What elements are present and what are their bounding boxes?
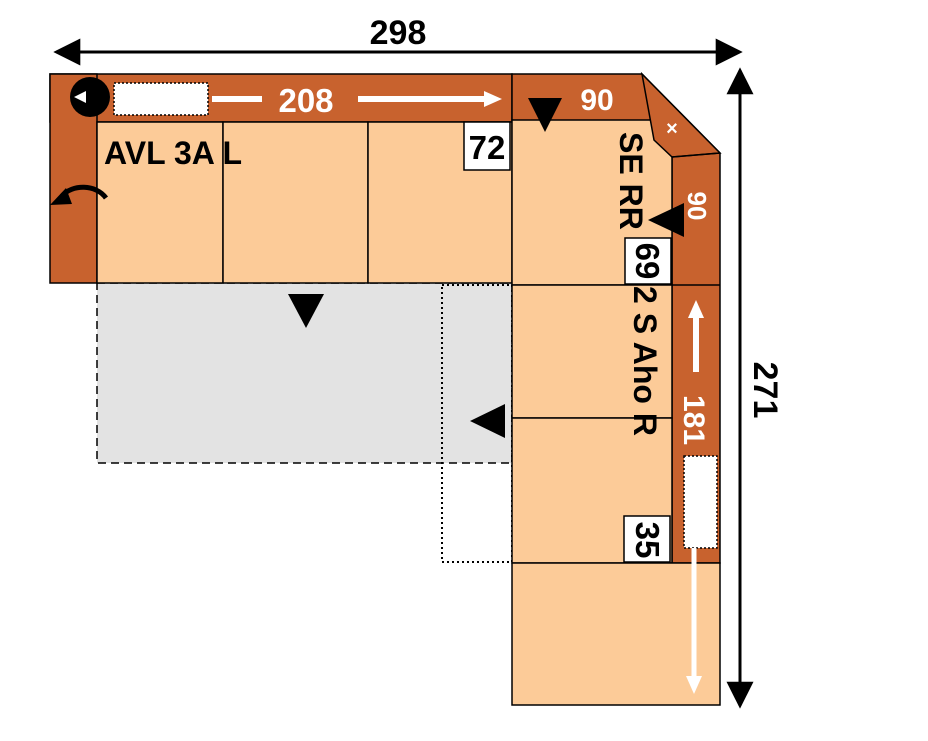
corner-seat-badge [624, 237, 672, 285]
left-triangle-icon [648, 203, 684, 237]
corner-x-mark: × [666, 118, 678, 140]
corner-module-label: SE RR [613, 132, 649, 230]
corner-depth-label: 90 [682, 192, 712, 221]
end-badge [623, 515, 671, 563]
side-arrow-head-icon [688, 300, 704, 318]
side-length-label: 181 [677, 395, 710, 445]
end-badge-text: 35 [629, 522, 666, 559]
down-triangle-icon [528, 98, 562, 132]
back-length-label: 208 [278, 82, 333, 119]
total-depth-label: 271 [746, 362, 784, 419]
origin-dot-icon [70, 77, 110, 117]
back-storage-slot [113, 82, 209, 116]
extension-left-triangle-icon [470, 404, 505, 438]
left-module-label: AVL 3A L [104, 135, 242, 171]
back-arrow-tail-icon [74, 91, 86, 103]
seat-depth-badge [463, 121, 511, 171]
side-storage-slot [683, 455, 718, 549]
extension-down-triangle-icon [288, 294, 324, 328]
seat-cushion [222, 121, 369, 284]
back-arrow-head-icon [484, 91, 502, 107]
seat-depth-badge-text: 72 [469, 129, 506, 166]
end-seat-cushion [511, 562, 721, 706]
corner-seat-badge-text: 69 [629, 243, 666, 280]
extension-dotted-area [441, 284, 513, 563]
seat-cushion [511, 284, 673, 419]
side-module-label: 2 S Aho R [627, 286, 663, 436]
corner-divider [671, 152, 721, 158]
corner-width-label: 90 [580, 84, 613, 117]
seat-cushion [96, 121, 224, 284]
rotate-arrow-head-icon [50, 188, 72, 205]
total-width-label: 298 [370, 14, 427, 52]
end-arrow-head-icon [686, 676, 702, 694]
